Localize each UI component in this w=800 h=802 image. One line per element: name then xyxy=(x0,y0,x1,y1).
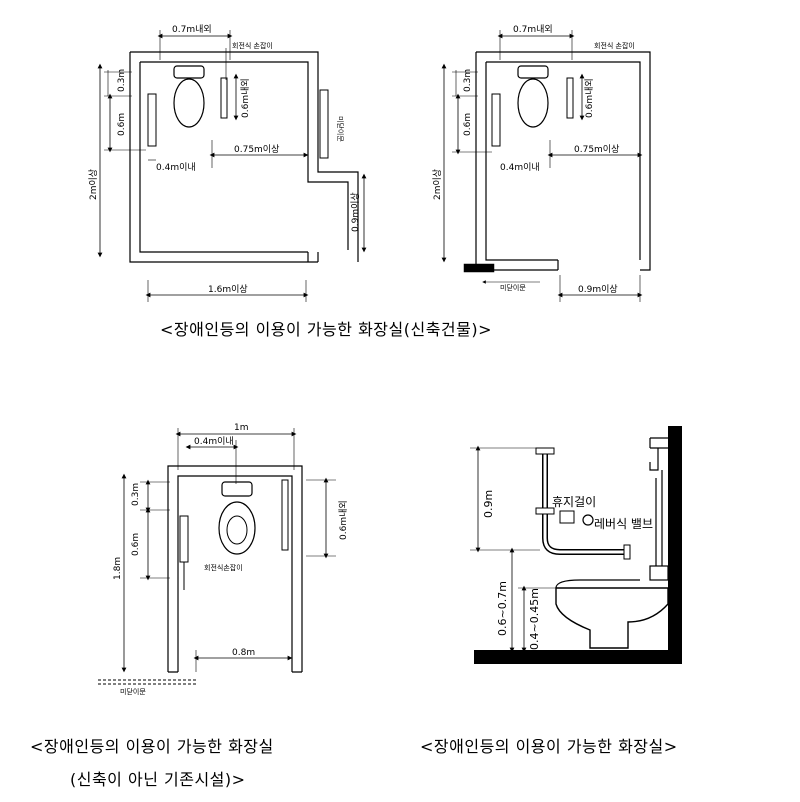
label-lever-valve: 레버식 밸브 xyxy=(594,517,653,531)
label-h-0607: 0.6~0.7m xyxy=(496,581,509,636)
label-h-06: 0.6m xyxy=(131,533,141,556)
plan-new-building-2 xyxy=(441,30,651,302)
caption-existing-line1: <장애인등의 이용이 가능한 화장실 xyxy=(30,737,274,756)
caption-new-building: <장애인등의 이용이 가능한 화장실(신축건물)> xyxy=(160,320,493,339)
label-top-width: 0.7m내외 xyxy=(172,23,212,35)
plan-1-labels: 0.7m내외 회전식 손잡이 0.3m 0.6m 0.6m내외 2m이상 0.4… xyxy=(88,23,361,295)
label-sliding-door: 미닫이문 xyxy=(336,116,345,142)
label-top-1m: 1m xyxy=(234,423,249,433)
label-h-03: 0.3m xyxy=(463,69,473,92)
label-left-04: 0.4m이내 xyxy=(500,162,540,173)
label-grab-06: 0.6m내외 xyxy=(337,500,349,540)
label-bottom-16: 1.6m이상 xyxy=(208,284,248,295)
label-grab-06: 0.6m내외 xyxy=(239,78,251,118)
label-h-04045: 0.4~0.45m xyxy=(528,588,541,650)
label-h-06: 0.6m xyxy=(463,113,473,136)
toilet-elevation xyxy=(470,426,682,664)
plan-3-labels: 1m 0.4m이내 0.3m 0.6m 1.8m 0.6m내외 회전식손잡이 0… xyxy=(113,423,349,696)
label-sliding-door: 미닫이문 xyxy=(120,687,146,696)
label-door-09: 0.9m이상 xyxy=(350,192,361,232)
label-top-04: 0.4m이내 xyxy=(194,436,234,447)
caption-elevation: <장애인등의 이용이 가능한 화장실> xyxy=(420,737,678,756)
elevation-labels: 0.9m 0.6~0.7m 0.4~0.45m 휴지걸이 레버식 밸브 xyxy=(482,490,653,650)
label-h-06: 0.6m xyxy=(117,113,127,136)
label-grab-06: 0.6m내외 xyxy=(583,78,595,118)
label-h-03: 0.3m xyxy=(117,69,127,92)
label-h-09: 0.9m xyxy=(482,490,495,518)
caption-existing-line2: (신축이 아닌 기존시설)> xyxy=(70,770,246,789)
label-sliding-door: 미닫이문 xyxy=(500,283,526,292)
label-rotary-handle: 회전식손잡이 xyxy=(204,563,243,572)
label-h-03: 0.3m xyxy=(131,483,141,506)
label-rotary-handle: 회전식 손잡이 xyxy=(594,41,635,50)
plan-existing-facility xyxy=(98,428,336,685)
label-total-18: 1.8m xyxy=(113,557,123,580)
label-total-2m: 2m이상 xyxy=(432,169,443,200)
label-right-075: 0.75m이상 xyxy=(574,144,619,155)
label-left-04: 0.4m이내 xyxy=(156,162,196,173)
plan-2-labels: 0.7m내외 회전식 손잡이 0.3m 0.6m 0.6m내외 2m이상 0.4… xyxy=(432,23,635,295)
label-door-08: 0.8m xyxy=(232,648,255,658)
label-door-09: 0.9m이상 xyxy=(578,284,618,295)
label-paper-holder: 휴지걸이 xyxy=(552,495,596,509)
label-rotary-handle: 회전식 손잡이 xyxy=(232,41,273,50)
plan-new-building-1 xyxy=(97,30,367,302)
label-right-075: 0.75m이상 xyxy=(234,144,279,155)
label-top-width: 0.7m내외 xyxy=(513,23,553,35)
label-total-2m: 2m이상 xyxy=(88,169,99,200)
